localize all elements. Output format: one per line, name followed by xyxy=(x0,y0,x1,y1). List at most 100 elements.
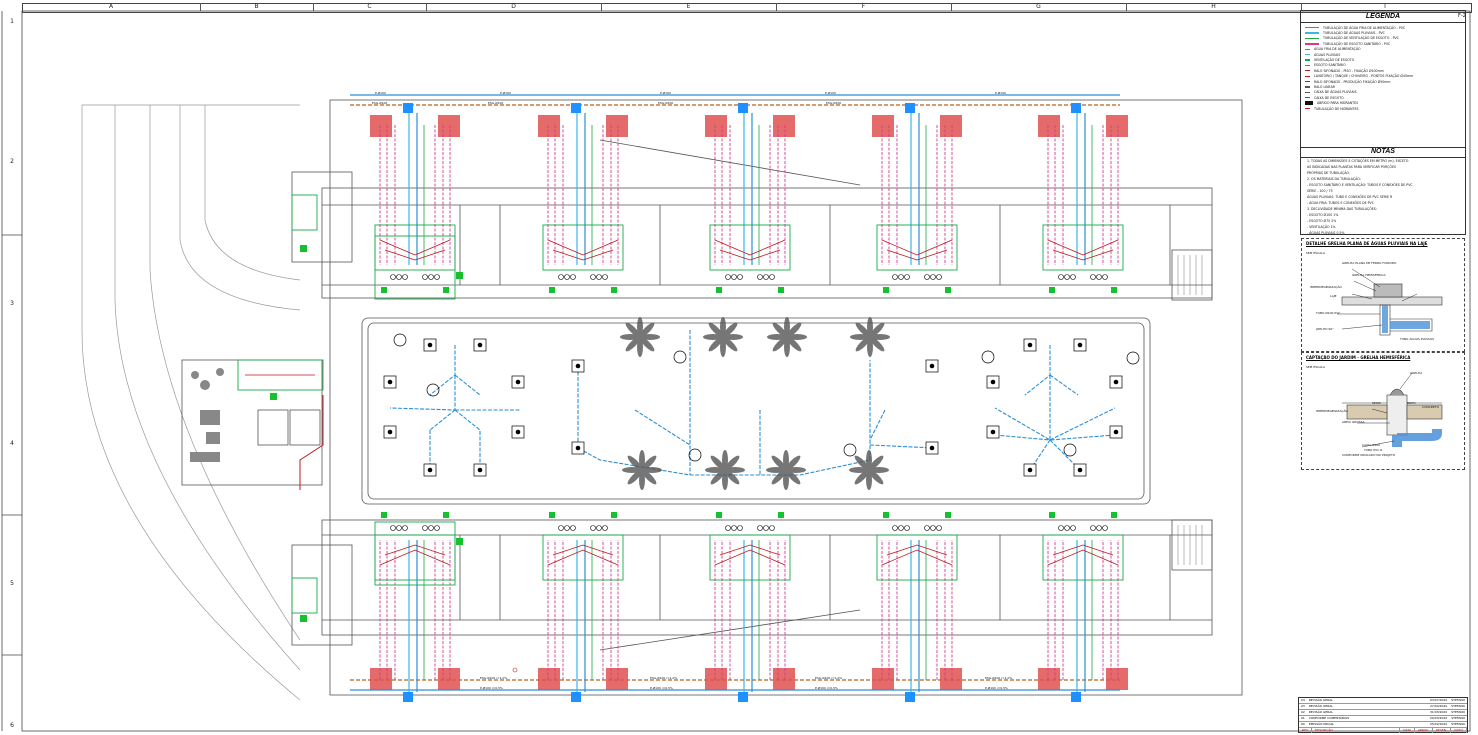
column-header-strip xyxy=(22,3,1472,13)
rain-pipe-label: P-Ø100 xyxy=(995,91,1006,95)
rain-pipe-label: P-Ø100 xyxy=(375,91,386,95)
sewer-pipe-label: ESG-Ø100 xyxy=(826,101,842,105)
note-line: 1. TODAS AS DIMENSÕES E COTAÇÕES EM METR… xyxy=(1307,159,1409,163)
detail-subtitle: SEM ESCALA xyxy=(1306,251,1326,255)
note-line: AS INDICADAS NAS PLANTAS PARA VERIFICAR … xyxy=(1307,165,1397,169)
detail-label: IMPERMEABILIZAÇÃO xyxy=(1316,409,1348,413)
bathroom-modules-bottom xyxy=(369,511,1129,703)
note-line: 2. OS MATERIAIS DA TUBULAÇÃO: xyxy=(1307,177,1361,181)
garden-drains xyxy=(383,338,1123,477)
note-line: - ESGOTO Ø75 2% xyxy=(1307,219,1337,223)
column-label: C xyxy=(313,3,427,11)
column-label: D xyxy=(426,3,602,11)
rain-pipe-label: P-Ø100 i=0,5% xyxy=(815,686,838,690)
legend-item: ESGOTO SANITÁRIO xyxy=(1305,63,1461,68)
detail-label: CAIXA Ø100 xyxy=(1362,443,1381,447)
legend-item: CAIXA DE ESGOTO xyxy=(1305,95,1461,100)
rain-pipe-label: P-Ø100 i=0,5% xyxy=(480,686,503,690)
legend-item: RALO SIFONADO - PRODUÇÃO FIXAÇÃO Ø50mm xyxy=(1305,79,1461,84)
detail-title: CAPTAÇÃO DO JARDIM - GRELHA HEMISFÉRICA xyxy=(1306,355,1411,360)
sewer-pipe-label: ESG-Ø100 i=1,0% xyxy=(650,676,678,680)
sewer-pipe-label: ESG-Ø100 xyxy=(658,101,674,105)
sewer-pipe-label: ESG-Ø100 i=1,0% xyxy=(985,676,1013,680)
notes-panel: NOTAS 1. TODAS AS DIMENSÕES E COTAÇÕES E… xyxy=(1300,146,1466,235)
legend-item: TUBULAÇÃO DE ESGOTO SANITÁRIO - PVC xyxy=(1305,41,1461,46)
detail-label: IMPERMEABILIZAÇÃO xyxy=(1310,285,1342,289)
detail-label: CONCRETO xyxy=(1422,405,1439,409)
rain-pipe-label: P-Ø100 xyxy=(660,91,671,95)
detail-label: BRITA xyxy=(1407,401,1416,405)
column-label: A xyxy=(22,3,201,11)
detail-label: GRELHA PLANA DE FERRO FUNDIDO xyxy=(1342,261,1397,265)
detail-label: JOELHO 90° xyxy=(1316,327,1334,331)
legend-item: TUBULAÇÃO DE VENTILAÇÃO DE ESGOTO - PVC xyxy=(1305,36,1461,41)
legend-item: ÁGUA FRIA DE ALIMENTAÇÃO xyxy=(1305,47,1461,52)
rain-pipe-label: P-Ø100 i=0,5% xyxy=(985,686,1008,690)
rain-pipe-label: P-Ø100 xyxy=(500,91,511,95)
sewer-pipe-label: ESG-Ø100 i=1,0% xyxy=(480,676,508,680)
note-line: - ESGOTO Ø100 1% xyxy=(1307,213,1339,217)
legend-item: VENTILAÇÃO DE ESGOTO xyxy=(1305,57,1461,62)
row-label: 5 xyxy=(10,580,14,587)
detail-label: CONFORME INDICADO NO PROJETO xyxy=(1342,453,1396,457)
column-label: H xyxy=(1126,3,1302,11)
detail-hemispheric-grate-drawing xyxy=(1342,372,1443,448)
note-line: PRÓPRIAS DE TUBULAÇÃO. xyxy=(1307,171,1350,175)
detail-flat-grate-drawing xyxy=(1337,268,1443,336)
detail-title: DETALHE GRELHA PLANA DE ÁGUAS PLUVIAIS N… xyxy=(1306,241,1428,246)
note-line: - VENTILAÇÃO 1% xyxy=(1307,225,1336,229)
detail-hemispheric-grate: CAPTAÇÃO DO JARDIM - GRELHA HEMISFÉRICA … xyxy=(1301,352,1465,470)
legend-panel: LEGENDA TUBULAÇÃO DE ÁGUA FRIA DE ALIMEN… xyxy=(1300,10,1466,148)
legend-item: CAIXA DE ÁGUAS PLUVIAIS xyxy=(1305,90,1461,95)
note-line: - ESGOTO SANITÁRIO E VENTILAÇÃO: TUBOS E… xyxy=(1307,183,1413,187)
legend-item: LAVATÓRIO / TANQUE / CHUVEIRO - PONTOS F… xyxy=(1305,74,1461,79)
detail-subtitle: SEM ESCALA xyxy=(1306,365,1326,369)
sewer-pipe-label: ESG-Ø100 i=1,0% xyxy=(815,676,843,680)
legend-item: ABRIGO PARA HIDRANTES xyxy=(1305,100,1461,106)
note-line: 3. DECLIVIDADE MÍNIMA DAS TUBULAÇÕES: xyxy=(1307,207,1377,211)
row-label: 1 xyxy=(10,18,14,25)
note-line: - ÁGUAS PLUVIAIS 0,5% xyxy=(1307,231,1345,235)
rain-pipe-label: P-Ø100 xyxy=(825,91,836,95)
legend-item: TUBULAÇÃO DE ÁGUA FRIA DE ALIMENTAÇÃO - … xyxy=(1305,25,1461,30)
note-line: ÁGUAS PLUVIAIS: TUBO E CONEXÕES DE PVC S… xyxy=(1307,195,1393,199)
detail-label: TUBO ÁGUAS PLUVIAIS xyxy=(1400,337,1435,341)
legend-list: TUBULAÇÃO DE ÁGUA FRIA DE ALIMENTAÇÃO - … xyxy=(1301,23,1465,113)
sewer-pipe-label: ESG-Ø100 xyxy=(488,101,504,105)
legend-item: TUBULAÇÃO DE HIDRANTES xyxy=(1305,106,1461,111)
detail-label: AREIA GROSSA xyxy=(1342,420,1365,424)
sheet-tag: F-2 xyxy=(1458,13,1466,19)
column-label: E xyxy=(601,3,777,11)
legend-item: ÁGUAS PLUVIAIS xyxy=(1305,52,1461,57)
detail-label: GRELHA HEMISFERICA xyxy=(1352,273,1386,277)
bathroom-modules-top xyxy=(369,102,1129,294)
row-label: 4 xyxy=(10,440,14,447)
legend-item: RALO LINEAR xyxy=(1305,84,1461,89)
row-label: 2 xyxy=(10,158,14,165)
legend-item: TUBULAÇÃO DE ÁGUAS PLUVIAIS - PVC xyxy=(1305,30,1461,35)
detail-flat-grate: DETALHE GRELHA PLANA DE ÁGUAS PLUVIAIS N… xyxy=(1301,238,1465,352)
row-label: 3 xyxy=(10,300,14,307)
rain-pipe-label: P-Ø100 i=0,5% xyxy=(650,686,673,690)
note-line: - ÁGUA FRIA: TUBOS E CONEXÕES DE PVC xyxy=(1307,201,1374,205)
detail-label: GRELHA xyxy=(1410,371,1423,375)
notes-title: NOTAS xyxy=(1301,146,1465,158)
detail-label: SEIXO xyxy=(1372,401,1381,405)
column-label: I xyxy=(1384,3,1386,10)
column-label: B xyxy=(200,3,314,11)
legend-title: LEGENDA xyxy=(1301,11,1465,23)
detail-label: TUBO PVC R xyxy=(1364,448,1383,452)
column-label: F xyxy=(776,3,952,11)
detail-label: LAJE xyxy=(1330,294,1337,298)
note-line: SÉRIE - 100 / 75 xyxy=(1307,189,1333,193)
sewer-pipe-label: ESG-Ø100 xyxy=(372,101,388,105)
